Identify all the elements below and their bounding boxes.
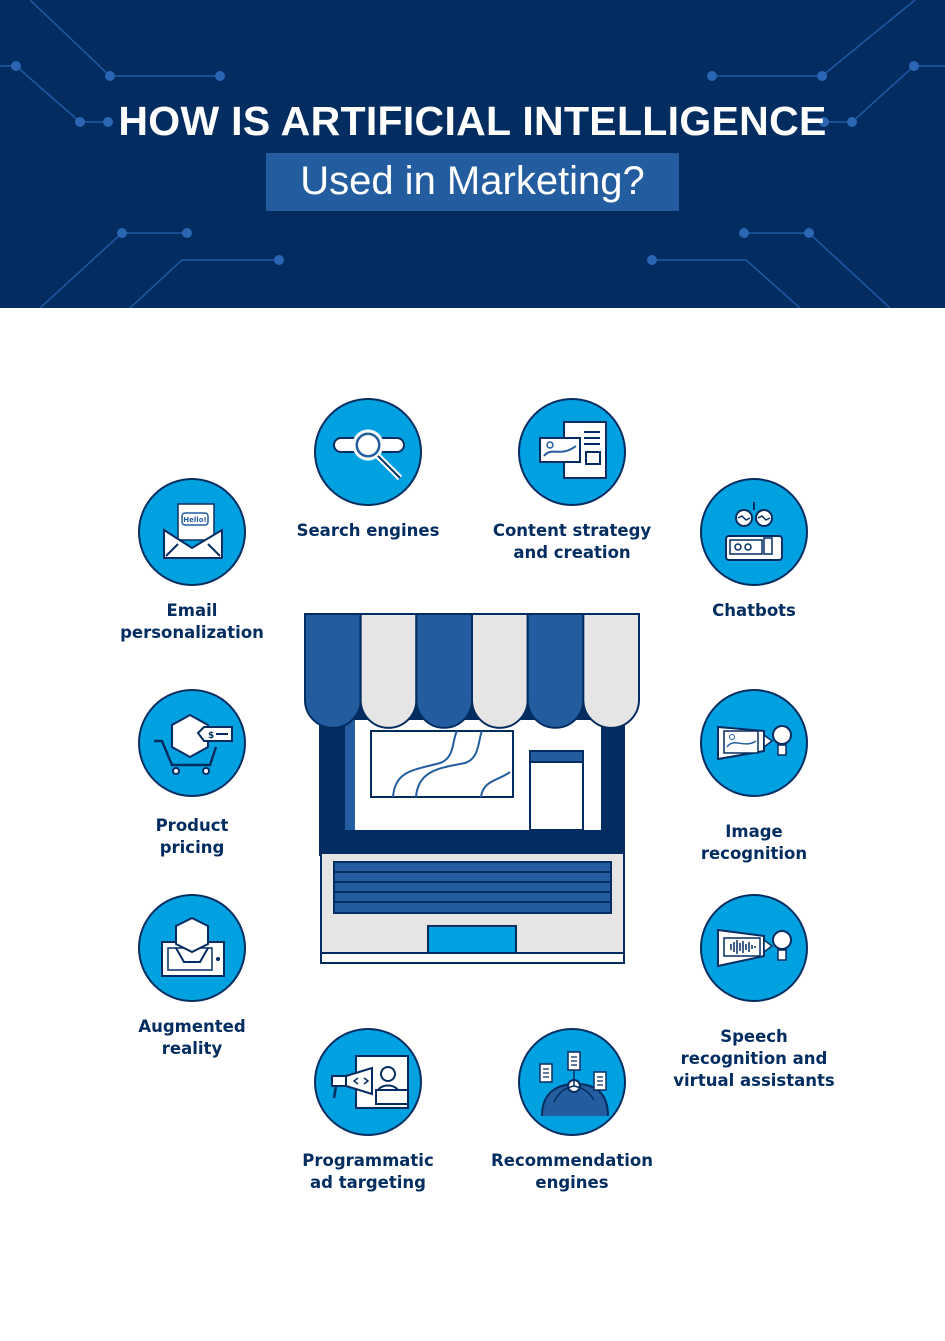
ai-use-email: Hello! Email personalization xyxy=(92,478,292,644)
store-awning xyxy=(304,613,640,729)
page-title: HOW IS ARTIFICIAL INTELLIGENCE xyxy=(118,98,827,144)
ai-use-image: Image recognition xyxy=(654,689,854,865)
ai-use-programmatic: Programmatic ad targeting xyxy=(268,1028,468,1194)
item-label: Product pricing xyxy=(92,815,292,859)
robot-icon xyxy=(700,478,808,586)
label-line: and creation xyxy=(513,543,631,562)
store-window xyxy=(370,730,514,798)
label-line: pricing xyxy=(159,838,225,857)
label-line: ad targeting xyxy=(310,1173,426,1192)
store-door xyxy=(529,750,584,831)
label-line: Image xyxy=(725,822,783,841)
tablet-cube-icon xyxy=(138,894,246,1002)
awning-stripe xyxy=(304,613,362,729)
label-line: Email xyxy=(166,601,218,620)
header-banner: HOW IS ARTIFICIAL INTELLIGENCE Used in M… xyxy=(0,0,945,308)
ai-use-pricing: $ Product pricing xyxy=(92,689,292,859)
label-line: recognition and xyxy=(680,1049,828,1068)
awning-stripe xyxy=(582,613,640,729)
item-label: Search engines xyxy=(268,520,468,542)
projector-image-icon xyxy=(700,689,808,797)
label-line: Programmatic xyxy=(302,1151,434,1170)
label-line: Content strategy xyxy=(492,521,652,540)
label-line: engines xyxy=(535,1173,609,1192)
item-label: Programmatic ad targeting xyxy=(268,1150,468,1194)
circuit-lines-decoration xyxy=(0,0,945,308)
label-line: Augmented xyxy=(138,1017,246,1036)
label-line: Speech xyxy=(720,1027,788,1046)
label-line: reality xyxy=(161,1039,223,1058)
item-label: Image recognition xyxy=(654,821,854,865)
label-line: personalization xyxy=(120,623,264,642)
ai-use-chatbots: Chatbots xyxy=(654,478,854,622)
item-label: Content strategy and creation xyxy=(472,520,672,564)
label-line: Chatbots xyxy=(712,601,796,620)
awning-stripe xyxy=(526,613,585,729)
page-subtitle: Used in Marketing? xyxy=(266,153,679,211)
label-line: Recommendation xyxy=(491,1151,653,1170)
document-icon xyxy=(518,398,626,506)
ai-use-ar: Augmented reality xyxy=(92,894,292,1060)
ai-use-recommendation: Recommendation engines xyxy=(472,1028,672,1194)
ai-use-search: Search engines xyxy=(268,398,468,542)
megaphone-screen-icon xyxy=(314,1028,422,1136)
label-line: virtual assistants xyxy=(673,1071,835,1090)
dollar-text: $ xyxy=(208,731,214,741)
envelope-icon: Hello! xyxy=(138,478,246,586)
search-icon xyxy=(314,398,422,506)
sound-wave-icon xyxy=(700,894,808,1002)
item-label: Email personalization xyxy=(92,600,292,644)
hello-text: Hello! xyxy=(183,516,206,524)
ai-use-speech: Speech recognition and virtual assistants xyxy=(654,894,854,1092)
item-label: Chatbots xyxy=(654,600,854,622)
item-label: Augmented reality xyxy=(92,1016,292,1060)
cart-price-tag-icon: $ xyxy=(138,689,246,797)
awning-stripe xyxy=(415,613,473,729)
item-label: Recommendation engines xyxy=(472,1150,672,1194)
ai-use-content: Content strategy and creation xyxy=(472,398,672,564)
item-label: Speech recognition and virtual assistants xyxy=(654,1026,854,1092)
label-line: recognition xyxy=(700,844,808,863)
person-products-icon xyxy=(518,1028,626,1136)
awning-stripe xyxy=(471,613,529,729)
label-line: Product xyxy=(155,816,229,835)
awning-stripe xyxy=(359,613,418,729)
label-line: Search engines xyxy=(296,521,440,540)
